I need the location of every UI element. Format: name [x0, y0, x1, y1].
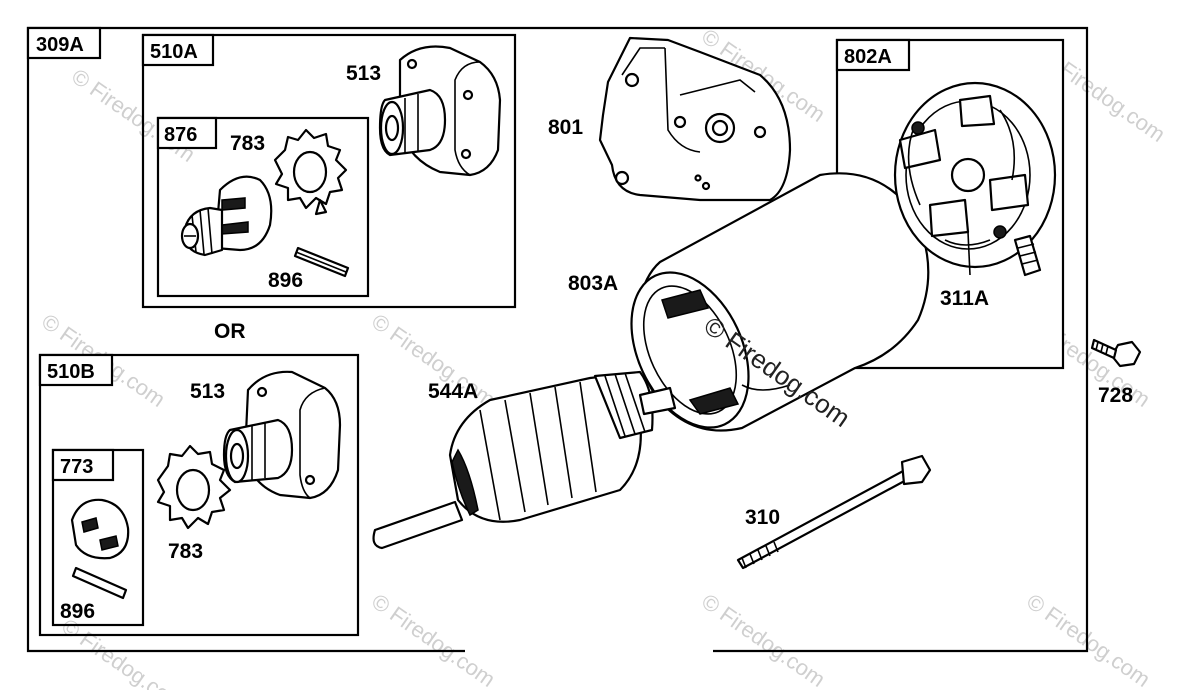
label-802A: 802A [844, 46, 892, 68]
box-876: 876 [156, 116, 370, 298]
part-544A-armature [372, 370, 677, 550]
part-896-pin-upper [293, 246, 350, 278]
callout-labels: 513 783 896 OR 513 783 896 801 803A 544A… [60, 62, 1133, 623]
label-783-upper: 783 [230, 132, 265, 155]
watermark: © Firedog.com [67, 64, 200, 167]
part-802A-brush-assembly [893, 81, 1057, 277]
part-783-gear-upper [273, 128, 348, 216]
part-513-upper [378, 45, 502, 177]
part-876-clutch [180, 175, 273, 257]
label-773: 773 [60, 456, 93, 478]
part-728-screw [1090, 338, 1142, 368]
label-513-upper: 513 [346, 62, 381, 85]
box-510B: 510B [38, 353, 360, 637]
label-510A: 510A [150, 41, 198, 63]
watermark: © Firedog.com [367, 589, 500, 690]
label-801: 801 [548, 116, 583, 139]
part-803A-housing [630, 172, 930, 432]
watermark: © Firedog.com [1022, 589, 1155, 690]
box-773: 773 [51, 448, 145, 627]
part-896-pin-lower [71, 566, 128, 600]
part-310-bolt [736, 454, 932, 570]
label-783-lower: 783 [168, 540, 203, 563]
label-510B: 510B [47, 361, 95, 383]
label-896-lower: 896 [60, 600, 95, 623]
box-510A: 510A [141, 33, 517, 309]
label-876: 876 [164, 124, 197, 146]
label-803A: 803A [568, 272, 618, 295]
label-or: OR [214, 320, 246, 343]
label-544A: 544A [428, 380, 478, 403]
watermark: © Firedog.com [697, 589, 830, 690]
label-728: 728 [1098, 384, 1133, 407]
part-783-gear-lower [156, 444, 232, 530]
label-309A: 309A [36, 34, 84, 56]
part-513-lower [222, 370, 342, 500]
label-310: 310 [745, 506, 780, 529]
label-513-lower: 513 [190, 380, 225, 403]
frame-309A: 309A [26, 26, 1089, 653]
label-311A: 311A [940, 287, 989, 310]
part-801-plate [598, 36, 792, 202]
part-773-retainer [70, 498, 130, 560]
label-896-upper: 896 [268, 269, 303, 292]
